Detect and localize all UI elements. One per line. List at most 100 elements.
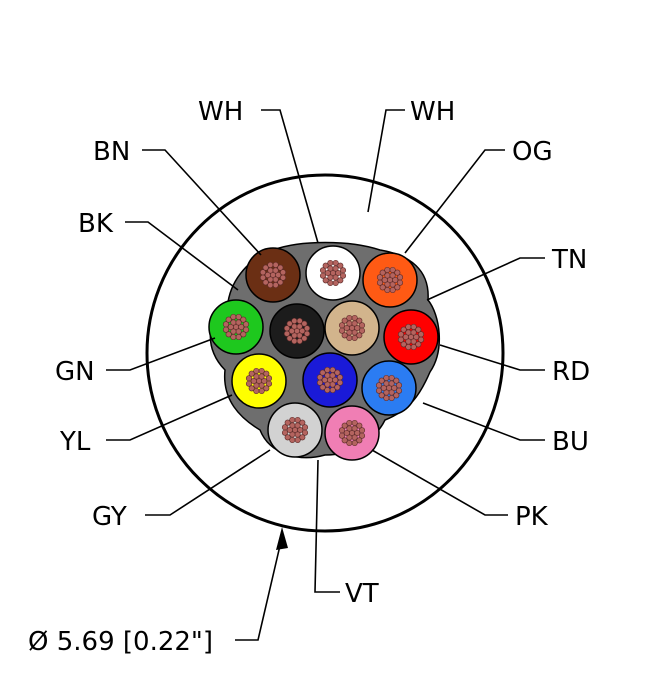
conductor-strands-vt [316,366,344,394]
strand [343,324,350,331]
label-og: OG [512,137,553,167]
strand [354,324,361,331]
strand [400,341,407,348]
label-vt: VT [345,579,379,609]
strand [375,387,382,394]
strand [240,331,247,338]
strand [227,323,234,330]
conductor-rd [383,309,439,365]
strand [329,381,336,388]
strand [235,319,242,326]
strand [397,274,404,281]
strand [230,313,237,320]
leader-og [404,149,505,254]
strand [327,259,334,266]
strand [356,437,363,444]
strand [402,333,409,340]
strand [383,395,390,402]
conductor-strands-bn [259,261,287,289]
strand [324,372,331,379]
strand [346,440,353,447]
strand [302,424,309,431]
strand [413,333,420,340]
strand [299,434,306,441]
strand [245,375,252,382]
strand [301,320,308,327]
strand [286,426,293,433]
strand [258,388,265,395]
strand [319,369,326,376]
strand [222,321,229,328]
strand [283,325,290,332]
strand [299,327,306,334]
strand [410,323,417,330]
strand [384,266,391,273]
leader-rd [439,344,545,371]
strand [263,385,270,392]
strand [388,374,395,381]
strand [346,425,353,432]
leader-pk [371,449,508,516]
strand [341,437,348,444]
conductor-gn [208,299,264,355]
strand [351,425,358,432]
strand [281,424,288,431]
strand [378,392,385,399]
strand [396,382,403,389]
strand [392,276,399,283]
strand [266,375,273,382]
strand [376,279,383,286]
strand [316,374,323,381]
strand [410,329,417,336]
conductor-strands-og [376,266,404,294]
strand [289,416,296,423]
strand [319,267,326,274]
strand [225,316,232,323]
label-pk: PK [515,502,549,532]
conductor-gy [267,402,323,458]
leader-yl [106,394,233,441]
strand [405,323,412,330]
strand [248,370,255,377]
strand [332,274,339,281]
strand [235,313,242,320]
strand [289,422,296,429]
conductor-strands-wh [319,259,347,287]
strand [319,272,326,279]
strand [332,259,339,266]
strand [322,262,329,269]
label-tn: TN [551,245,587,275]
leader-wh-inner [261,109,319,244]
strand [397,331,404,338]
label-yl: YL [59,427,91,457]
strand [418,331,425,338]
strand [329,387,336,394]
strand [296,332,303,339]
strand [388,380,395,387]
strand [289,437,296,444]
strand [397,336,404,343]
strand [291,338,298,345]
strand [327,265,334,272]
strand [258,373,265,380]
strand [304,325,311,332]
strand [272,261,279,268]
strand [286,335,293,342]
leader-bn [142,149,262,256]
leader-vt [314,459,340,593]
strand [346,320,353,327]
strand [343,429,350,436]
strand [334,369,341,376]
strand [272,282,279,289]
strand [281,429,288,436]
strand [245,380,252,387]
strand [384,272,391,279]
strand [338,427,345,434]
strand [410,344,417,351]
strand [384,287,391,294]
strand [291,317,298,324]
strand [235,334,242,341]
strand [296,323,303,330]
strand [394,284,401,291]
